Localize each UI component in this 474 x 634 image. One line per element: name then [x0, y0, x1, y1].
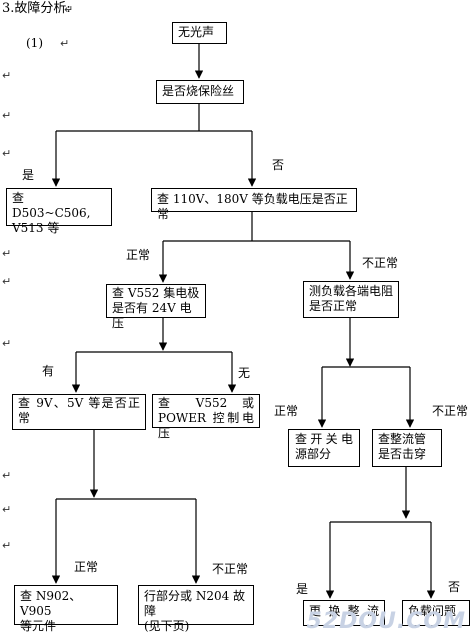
box-check-load-voltage: 查 110V、180V 等负载电压是否正常 — [151, 188, 357, 221]
box-check-rectifier: 查整流管 是否击穿 — [372, 429, 442, 467]
page-heading: 3.故障分析: — [2, 1, 71, 16]
branch-label-no: 否 — [272, 158, 285, 172]
box-line-section: 行部分或 N204 故障 (见下页) — [138, 585, 254, 633]
return-mark: ↵ — [2, 109, 12, 122]
branch-label-abnormal: 不正常 — [212, 562, 249, 576]
branch-label-normal: 正常 — [274, 404, 299, 418]
return-mark: ↵ — [2, 275, 12, 288]
box-check-v552-power: 查 V552 或 POWER 控制电压 — [152, 394, 260, 440]
return-mark: ↵ — [2, 69, 12, 82]
return-mark: ↵ — [2, 147, 12, 160]
box-check-d503: 查 D503~C506, V513 等 — [6, 188, 112, 235]
return-mark: ↵ — [2, 539, 12, 552]
branch-label-yes: 是 — [22, 168, 35, 182]
box-no-light-sound: 无光声 — [172, 22, 227, 44]
box-check-switch-power: 查开关电 源部分 — [288, 429, 360, 467]
box-replace-rectifier: 更换整流 — [303, 600, 385, 626]
sub-label: (1) — [26, 36, 43, 50]
return-mark: ↵ — [2, 503, 12, 516]
box-fuse-blown: 是否烧保险丝 — [156, 80, 244, 104]
return-mark: ↵ — [2, 469, 12, 482]
branch-label-no: 否 — [448, 580, 461, 594]
return-mark: ↵ — [2, 337, 12, 350]
branch-label-yes: 是 — [296, 582, 309, 596]
box-load-problem: 负载问题 — [402, 600, 470, 626]
return-mark: ↵ — [64, 3, 74, 16]
branch-label-has: 有 — [42, 364, 55, 378]
box-check-n902: 查 N902、V905 等元件 — [14, 585, 118, 633]
site-watermark: 52DOU.COM — [306, 609, 466, 634]
branch-label-abnormal: 不正常 — [362, 256, 399, 270]
box-check-9v-5v: 查 9V、5V 等是否正 常 — [12, 394, 146, 430]
branch-label-none: 无 — [238, 366, 251, 380]
branch-label-normal: 正常 — [74, 560, 99, 574]
box-measure-load-resistance: 测负载各端电阻 是否正常 — [303, 281, 399, 318]
return-mark: ↵ — [60, 37, 70, 50]
return-mark: ↵ — [2, 247, 12, 260]
branch-label-abnormal: 不正常 — [432, 404, 469, 418]
box-check-v552-24v: 查 V552 集电极 是否有 24V 电压 — [106, 284, 206, 330]
branch-label-normal: 正常 — [126, 248, 151, 262]
